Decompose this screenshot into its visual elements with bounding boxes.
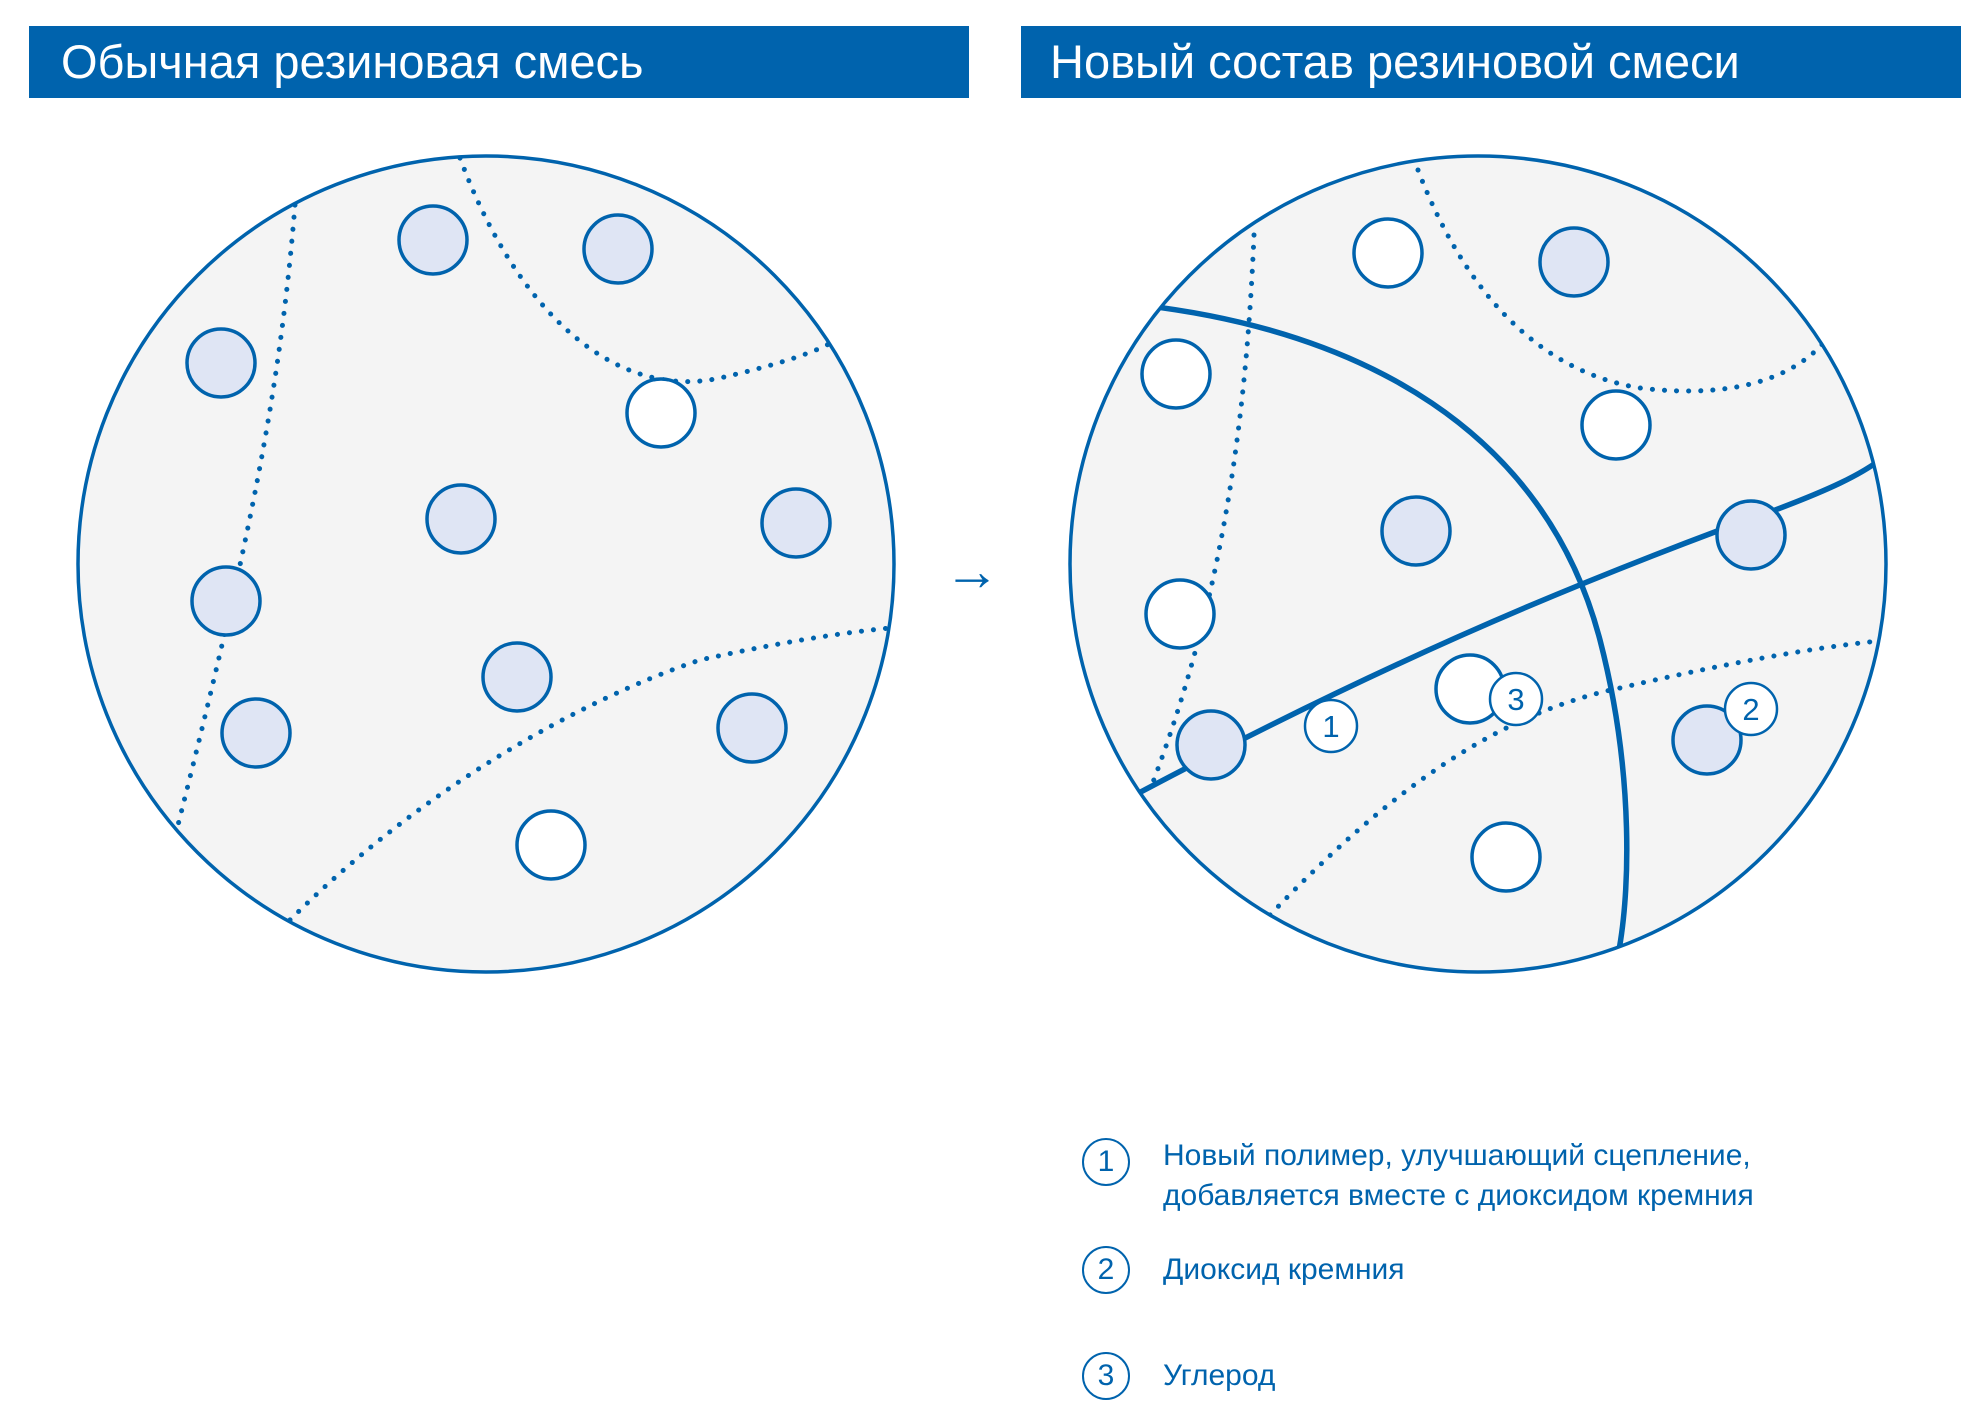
callout-silica [1723,681,1779,737]
silica-particle [716,692,788,764]
silica-particle [582,213,654,285]
carbon-particle [625,377,697,449]
callout-silica-label: 2 [1742,692,1759,727]
carbon-particle [1470,821,1542,893]
silica-particle [1175,709,1247,781]
silica-particle [1380,495,1452,567]
carbon-particle [1352,217,1424,289]
polymer-chain-dotted [1267,637,1886,918]
callout-polymer-label: 1 [1322,709,1339,744]
carbon-particle [1140,338,1212,410]
silica-particle [1538,226,1610,298]
silica-particle [425,483,497,555]
legend-text-carbon: Углерод [1163,1359,1276,1392]
silica-particle [220,697,292,769]
silica-particle [760,487,832,559]
magnified-view-left [76,154,896,974]
carbon-particle [1144,578,1216,650]
legend-marker-1: 1 [1082,1138,1130,1186]
transition-arrow: → [944,539,1000,602]
silica-particle [1715,499,1787,571]
callout-carbon-label: 3 [1507,682,1524,717]
new-polymer-chain [1132,437,1886,798]
legend-text-polymer-line-1: Новый полимер, улучшающий сцепление, [1163,1139,1751,1172]
new-compound-circle: 1 2 3 [1068,154,1888,974]
legend-marker-2: 2 [1082,1246,1130,1294]
carbon-particle [515,809,587,881]
silica-particle [1671,704,1743,776]
legend-marker-3: 3 [1082,1352,1130,1400]
silica-particle [190,565,262,637]
silica-particle [185,327,257,399]
header-conventional-compound: Обычная резиновая смесь [29,26,969,98]
carbon-particle [1580,389,1652,461]
polymer-chain-dotted [457,156,838,385]
header-new-compound: Новый состав резиновой смеси [1021,26,1961,98]
magnified-view-right [1068,154,1888,974]
legend-text-polymer-line-2: добавляется вместе с диоксидом кремния [1163,1179,1754,1212]
callout-polymer [1303,698,1359,754]
silica-particle [481,641,553,713]
callout-carbon [1488,671,1544,727]
conventional-compound-circle [76,154,896,974]
silica-particle [397,204,469,276]
legend-text-silica: Диоксид кремния [1163,1253,1405,1286]
polymer-chain-dotted [1415,167,1833,394]
